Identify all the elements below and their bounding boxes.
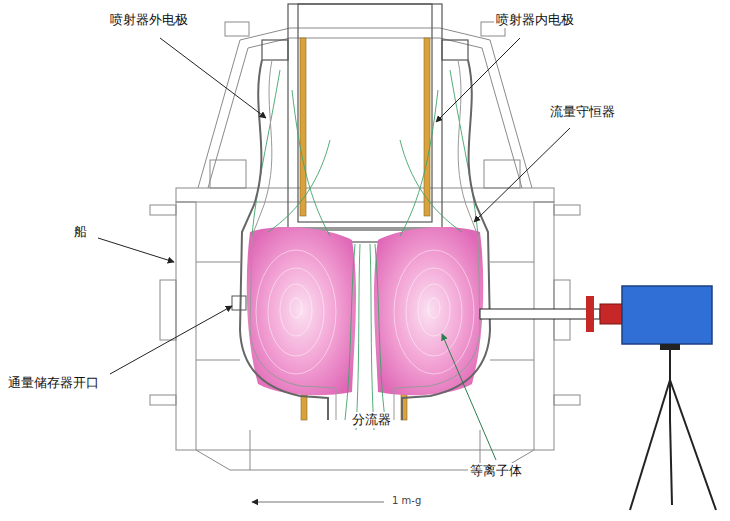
callout-label: 喷射器内电极 (494, 12, 576, 28)
flux-store-port (232, 296, 246, 310)
callout-label: 通量储存器开口 (6, 375, 101, 391)
flux-conserver-wall (240, 60, 490, 420)
callout-label: 等离子体 (468, 463, 524, 479)
callout-label: 1 m-g (390, 495, 423, 507)
callout-label: 流量守恒器 (548, 104, 617, 120)
leader-line (98, 38, 570, 502)
plasma-region (247, 227, 484, 395)
inner-electrode (262, 4, 468, 242)
callout-label: 分流器 (350, 412, 393, 428)
field-line (252, 70, 478, 430)
callout-label: 喷射器外电极 (108, 12, 190, 28)
vessel-housing (150, 22, 580, 470)
callout-label: 船 (72, 224, 89, 240)
